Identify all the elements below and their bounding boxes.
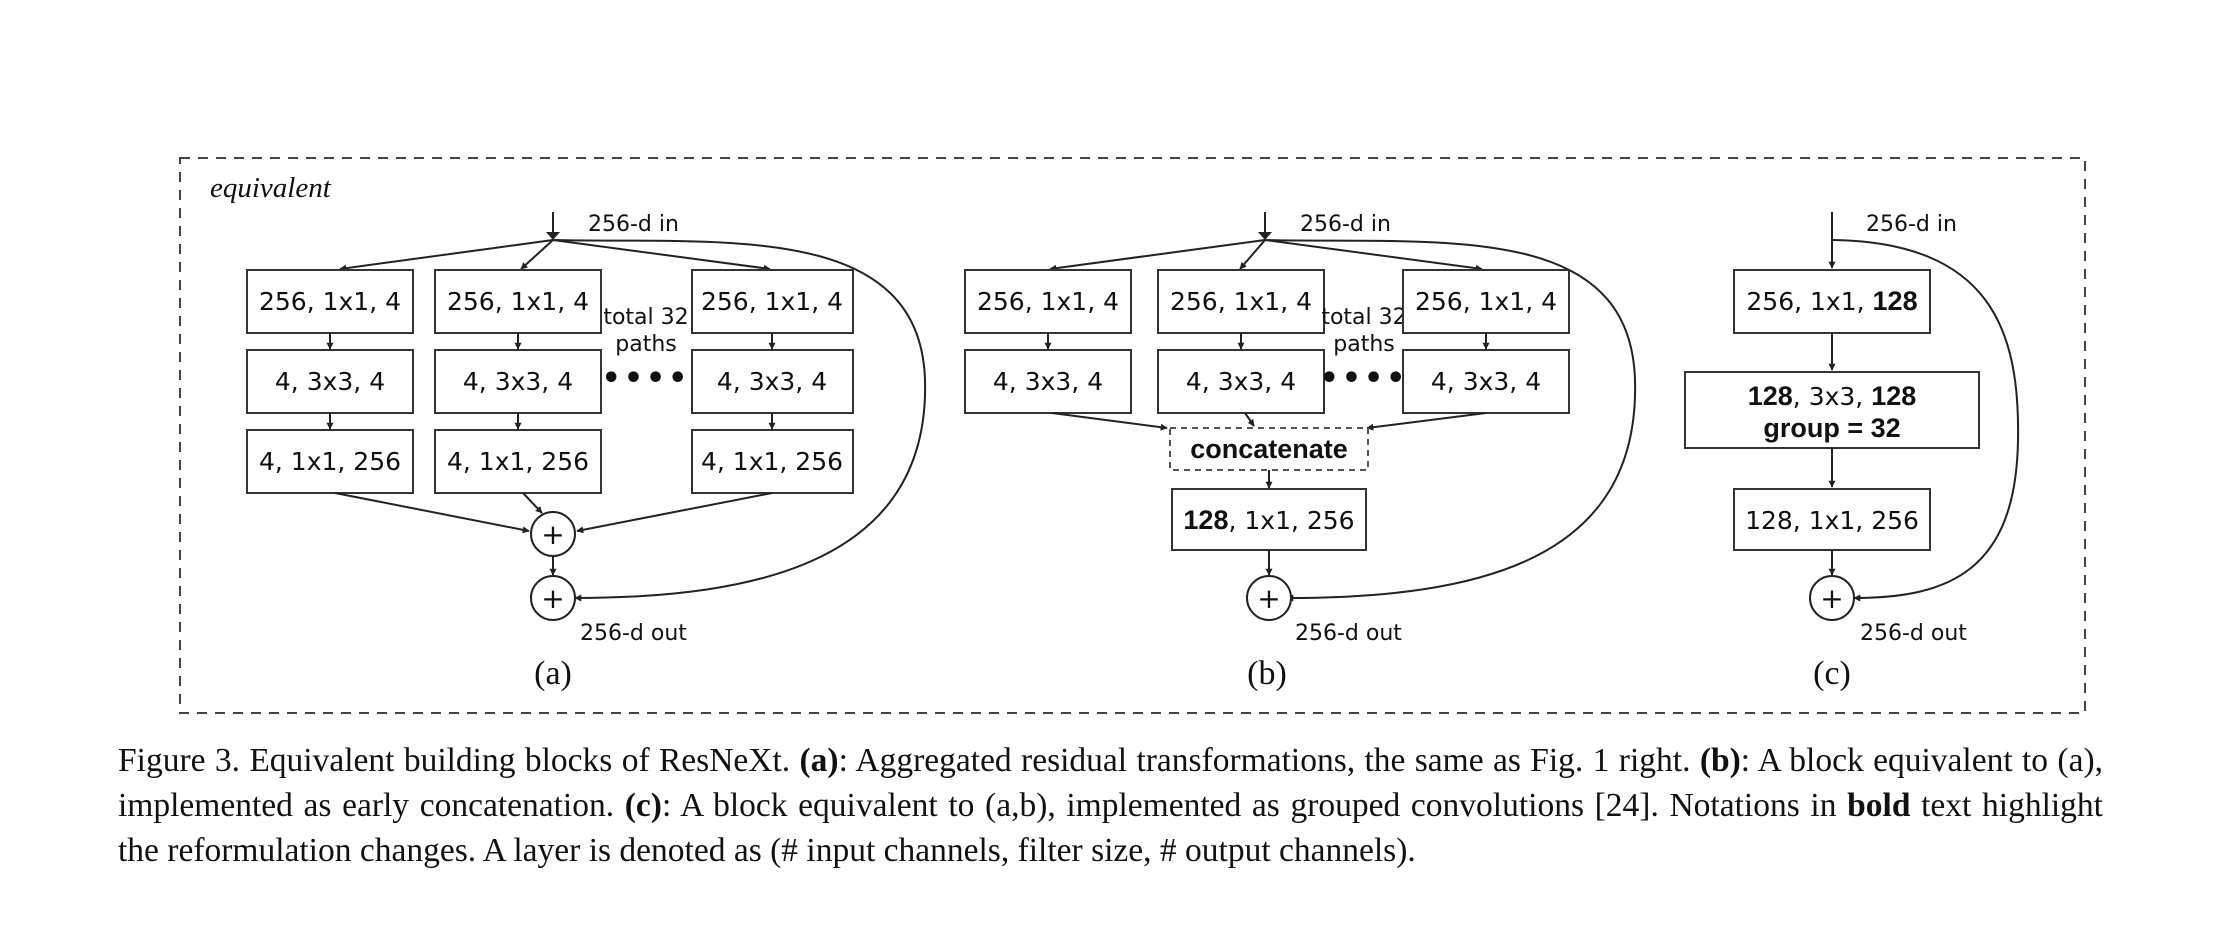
layer-label: 256, 1x1, 4: [259, 287, 401, 316]
layer-box: [691, 349, 854, 414]
layer-box: [1402, 269, 1570, 334]
group-label: group = 32: [1763, 413, 1900, 443]
fan-arrow: [520, 239, 554, 270]
layer-label: 4, 3x3, 4: [275, 367, 385, 396]
output-label: 256-d out: [1860, 621, 1967, 646]
layer-label: 4, 3x3, 4: [993, 367, 1103, 396]
panel-label: (b): [1247, 655, 1287, 692]
ellipsis: ••••: [602, 361, 691, 396]
paths-note: total 32: [603, 305, 688, 330]
layer-label: 4, 3x3, 4: [1186, 367, 1296, 396]
layer-label: 4, 1x1, 256: [259, 447, 401, 476]
merge-layer-label: 128, 1x1, 256: [1183, 505, 1354, 535]
layer-label: 256, 1x1, 4: [701, 287, 843, 316]
layer-box: [691, 269, 854, 334]
output-label: 256-d out: [580, 621, 687, 646]
layer-box: [1402, 349, 1570, 414]
layer-label: 256, 1x1, 128: [1746, 286, 1917, 316]
add-node: [530, 575, 576, 621]
layer-box: [1171, 488, 1367, 551]
layer-box: [434, 429, 602, 494]
caption-b-label: (b): [1699, 742, 1741, 779]
add-symbol: +: [1257, 582, 1280, 615]
caption-prefix: Figure 3. Equivalent building blocks of …: [118, 742, 800, 779]
caption-c-text: : A block equivalent to (a,b), implement…: [661, 787, 1848, 824]
concatenate-label: concatenate: [1190, 434, 1348, 464]
output-label: 256-d out: [1295, 621, 1402, 646]
input-label: 256-d in: [588, 212, 679, 237]
paths-note: total 32: [1321, 305, 1406, 330]
layer-box: [1157, 349, 1325, 414]
shortcut-connection: [552, 239, 927, 602]
layer-label: 256, 1x1, 4: [977, 287, 1119, 316]
grouped-conv-label: 128, 3x3, 128: [1748, 381, 1917, 411]
ellipsis: ••••: [1320, 361, 1409, 396]
input-label: 256-d in: [1300, 212, 1391, 237]
layer-box: [1733, 269, 1931, 334]
layer-label: 4, 1x1, 256: [447, 447, 589, 476]
layer-label: 4, 3x3, 4: [1431, 367, 1541, 396]
layer-label: 128, 1x1, 256: [1745, 506, 1919, 535]
paths-note: paths: [1333, 332, 1394, 357]
caption-bold-word: bold: [1847, 787, 1911, 824]
add-symbol: +: [541, 582, 564, 615]
paths-note: paths: [615, 332, 676, 357]
shortcut-connection: [1831, 239, 2020, 602]
layer-label: 4, 3x3, 4: [717, 367, 827, 396]
layer-box: [246, 429, 414, 494]
grouped-conv-box: [1684, 371, 1980, 449]
caption-a-label: (a): [799, 742, 839, 779]
equivalent-frame: [179, 157, 2086, 714]
caption-a-text: : Aggregated residual transformations, t…: [838, 742, 1700, 779]
figure-caption: Figure 3. Equivalent building blocks of …: [118, 738, 2103, 873]
frame-label: equivalent: [210, 172, 332, 204]
layer-box: [434, 349, 602, 414]
layer-box: [434, 269, 602, 334]
input-label: 256-d in: [1866, 212, 1957, 237]
add-symbol: +: [541, 518, 564, 551]
panel-a: 256-d in 256, 1x1, 4 4, 3x3, 4 4, 1x1, 2…: [246, 212, 927, 692]
panel-label: (c): [1813, 655, 1851, 692]
layer-box: [964, 349, 1132, 414]
layer-box: [1157, 269, 1325, 334]
add-symbol: +: [1820, 582, 1843, 615]
layer-label: 256, 1x1, 4: [1170, 287, 1312, 316]
caption-suffix: text highlight the reformulation changes…: [118, 787, 2103, 869]
panel-b: 256-d in 256, 1x1, 4 4, 3x3, 4 256, 1x1,…: [964, 212, 1637, 692]
layer-label: 256, 1x1, 4: [447, 287, 589, 316]
layer-label: 4, 1x1, 256: [701, 447, 843, 476]
layer-box: [964, 269, 1132, 334]
panel-label: (a): [534, 655, 572, 692]
shortcut-connection: [1264, 239, 1637, 602]
concatenate-box: [1169, 427, 1369, 471]
fan-arrow: [552, 239, 771, 272]
layer-label: 256, 1x1, 4: [1415, 287, 1557, 316]
add-node: [1809, 575, 1855, 621]
panel-c: 256-d in 256, 1x1, 128 128, 3x3, 128 gro…: [1684, 212, 2020, 692]
fan-arrow: [339, 239, 554, 272]
caption-b-text: : A block equivalent to (a), implemented…: [118, 742, 2103, 824]
layer-label: 4, 3x3, 4: [463, 367, 573, 396]
caption-c-label: (c): [624, 787, 662, 824]
layer-box: [691, 429, 854, 494]
add-node: [1246, 575, 1292, 621]
